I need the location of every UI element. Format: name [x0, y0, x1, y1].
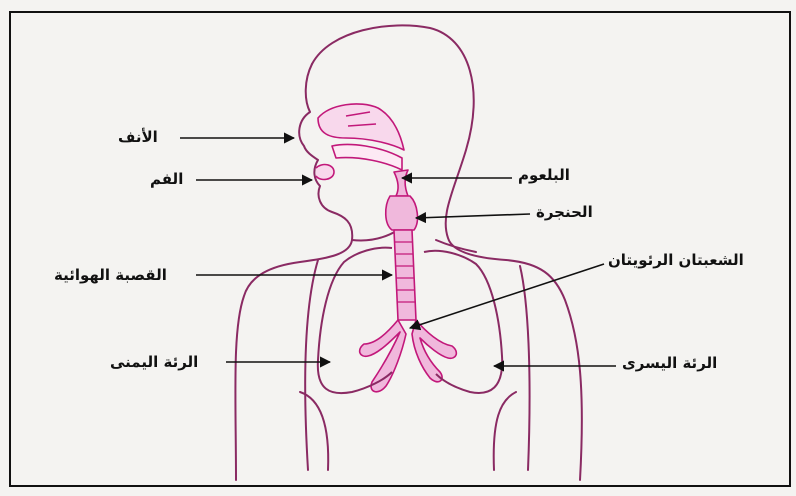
airway [360, 170, 457, 392]
label-larynx: الحنجرة [536, 203, 593, 221]
label-pharynx: البلعوم [518, 166, 570, 184]
larynx-shape [386, 196, 418, 230]
trachea-shape [394, 230, 416, 320]
label-left-lung: الرئة اليسرى [622, 354, 717, 372]
larynx-pointer [416, 214, 530, 218]
label-bronchi: الشعبتان الرئويتان [608, 251, 744, 269]
label-nose: الأنف [118, 128, 158, 146]
label-trachea: القصبة الهوائية [54, 266, 167, 284]
nasal-cavity [318, 104, 404, 170]
right-bronchus-shape [360, 320, 406, 392]
bronchi-pointer [410, 264, 604, 328]
label-right-lung: الرئة اليمنى [110, 353, 198, 371]
label-mouth: الفم [150, 170, 183, 188]
mouth-shape [316, 165, 334, 180]
left-bronchus-shape [412, 320, 456, 382]
